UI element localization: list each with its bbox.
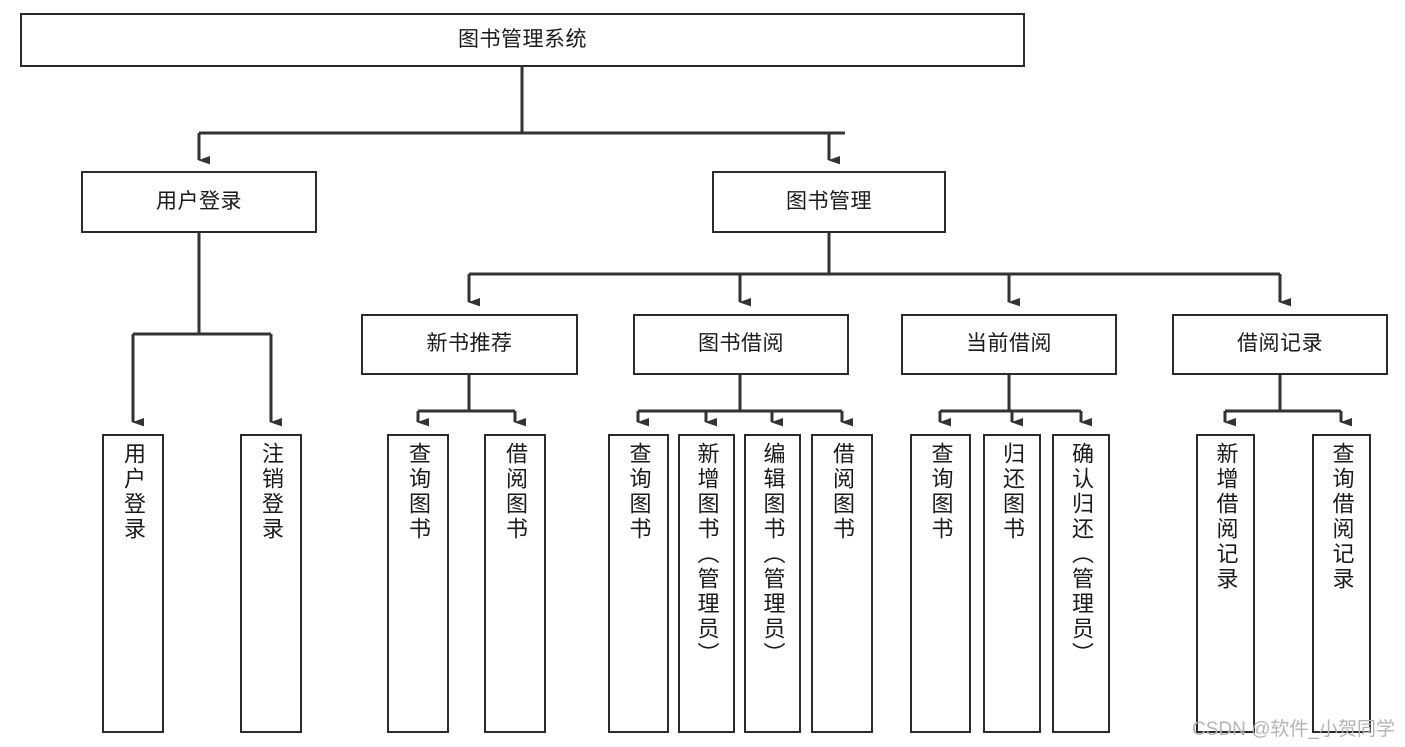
node-leaf-return-book-label: 归还图书 (1000, 442, 1025, 542)
node-leaf-add-record[interactable]: 新增借阅记录 (1196, 434, 1255, 733)
node-leaf-add-record-label: 新增借阅记录 (1213, 442, 1239, 592)
node-leaf-query-record-label: 查询借阅记录 (1329, 442, 1355, 592)
node-leaf-confirm-return[interactable]: 确认归还（管理员） (1052, 434, 1110, 733)
node-current-borrow-label: 当前借阅 (966, 332, 1052, 356)
node-leaf-confirm-return-label: 确认归还（管理员） (1069, 442, 1094, 667)
node-leaf-user-login[interactable]: 用户登录 (102, 434, 164, 733)
node-user-login-label: 用户登录 (156, 189, 242, 213)
node-leaf-query-book-2[interactable]: 查询图书 (608, 434, 669, 733)
node-leaf-borrow-book-2-label: 借阅图书 (830, 442, 855, 542)
node-new-book-rec-label: 新书推荐 (426, 332, 513, 356)
node-leaf-borrow-book-1-label: 借阅图书 (503, 442, 528, 542)
node-leaf-user-logout[interactable]: 注销登录 (240, 434, 302, 733)
node-leaf-return-book[interactable]: 归还图书 (983, 434, 1041, 733)
node-leaf-add-book[interactable]: 新增图书（管理员） (678, 434, 735, 733)
node-leaf-query-book-1-label: 查询图书 (406, 442, 431, 542)
node-root-label: 图书管理系统 (458, 27, 587, 51)
node-leaf-edit-book[interactable]: 编辑图书（管理员） (744, 434, 801, 733)
node-borrow-record[interactable]: 借阅记录 (1172, 314, 1388, 375)
node-book-manage-label: 图书管理 (786, 189, 872, 213)
node-book-manage[interactable]: 图书管理 (712, 171, 946, 233)
node-leaf-user-logout-label: 注销登录 (259, 442, 284, 542)
node-new-book-rec[interactable]: 新书推荐 (361, 314, 578, 375)
node-leaf-query-book-2-label: 查询图书 (626, 442, 652, 542)
node-leaf-query-book-3[interactable]: 查询图书 (910, 434, 971, 733)
node-current-borrow[interactable]: 当前借阅 (901, 314, 1117, 375)
node-leaf-query-book-3-label: 查询图书 (928, 442, 954, 542)
node-leaf-edit-book-label: 编辑图书（管理员） (760, 442, 786, 667)
node-user-login[interactable]: 用户登录 (81, 171, 317, 233)
node-book-borrow[interactable]: 图书借阅 (633, 314, 849, 375)
node-leaf-add-book-label: 新增图书（管理员） (694, 442, 720, 667)
node-borrow-record-label: 借阅记录 (1237, 332, 1323, 356)
node-leaf-borrow-book-1[interactable]: 借阅图书 (484, 434, 546, 733)
node-book-borrow-label: 图书借阅 (698, 332, 784, 356)
node-root[interactable]: 图书管理系统 (20, 13, 1025, 67)
node-leaf-query-record[interactable]: 查询借阅记录 (1312, 434, 1371, 733)
node-leaf-borrow-book-2[interactable]: 借阅图书 (811, 434, 873, 733)
node-leaf-query-book-1[interactable]: 查询图书 (387, 434, 449, 733)
node-leaf-user-login-label: 用户登录 (121, 442, 146, 542)
